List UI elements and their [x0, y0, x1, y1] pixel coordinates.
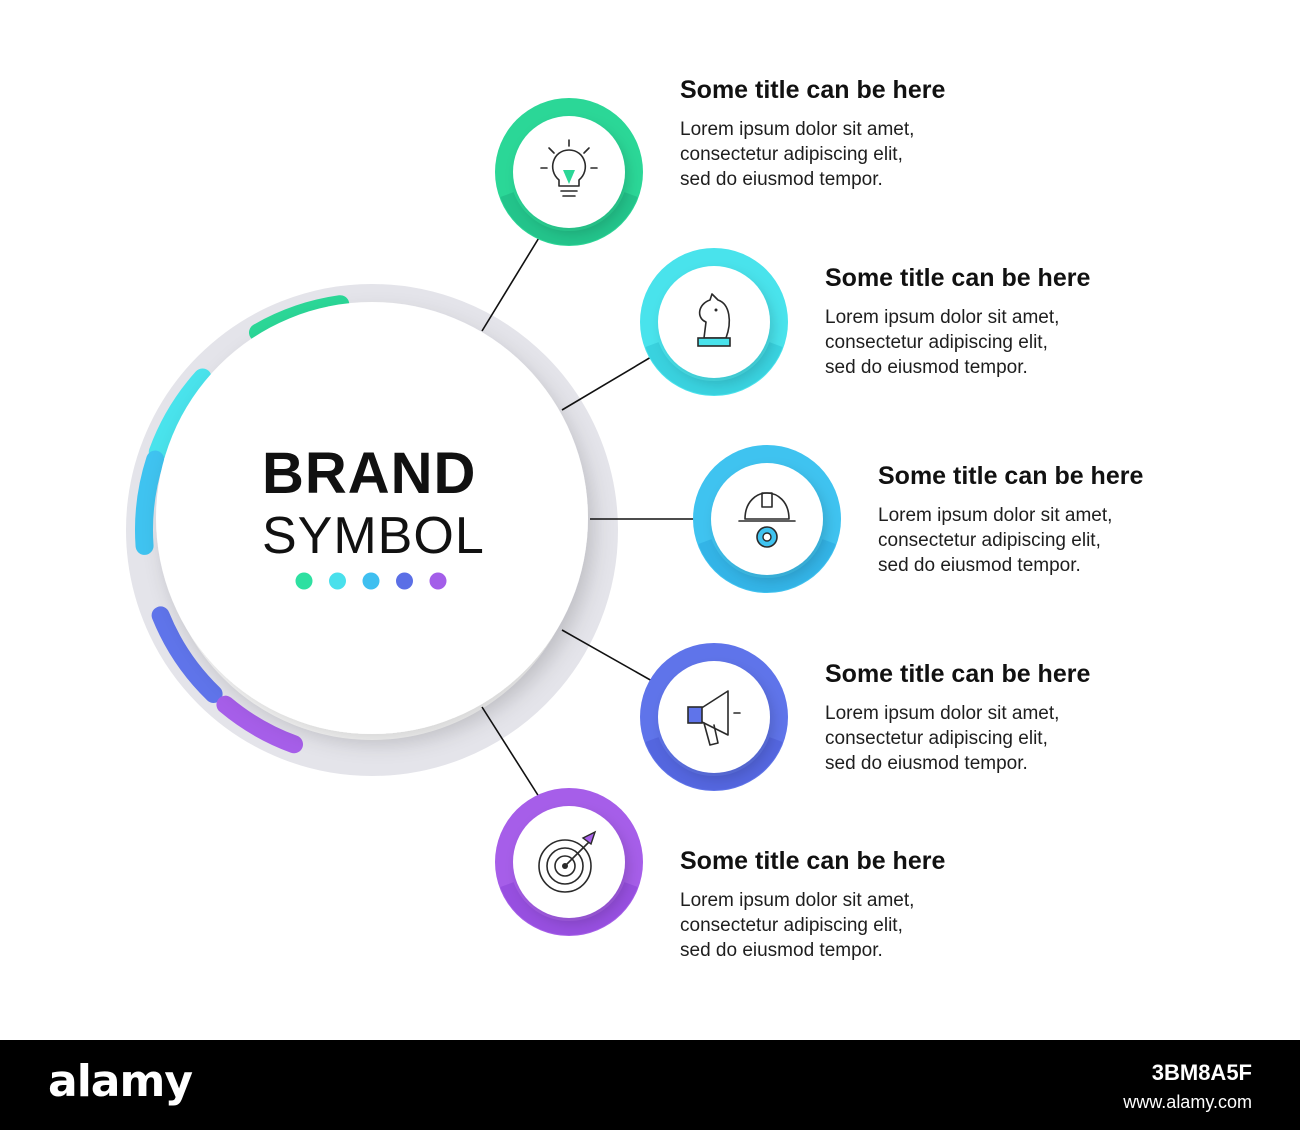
step-5-text: Some title can be here Lorem ipsum dolor… — [680, 847, 1120, 963]
step-4-line-2: consectetur adipiscing elit, — [825, 728, 1048, 749]
step-1-line-3: sed do eiusmod tempor. — [680, 169, 883, 190]
step-5-line-2: consectetur adipiscing elit, — [680, 915, 903, 936]
step-4-text: Some title can be here Lorem ipsum dolor… — [825, 660, 1265, 776]
hardhat-gear-icon — [738, 492, 796, 548]
step-node-shade — [645, 341, 783, 395]
step-2-text: Some title can be here Lorem ipsum dolor… — [825, 264, 1265, 380]
brand-dots — [295, 572, 447, 590]
step-1-text: Some title can be here Lorem ipsum dolor… — [680, 76, 1120, 192]
step-2-line-2: consectetur adipiscing elit, — [825, 332, 1048, 353]
chess-knight-icon — [697, 293, 731, 347]
ring-segment-1 — [249, 295, 350, 342]
step-3-body: Lorem ipsum dolor sit amet, consectetur … — [878, 503, 1300, 578]
ring-segment-5 — [216, 695, 304, 754]
lightbulb-icon — [540, 139, 598, 197]
step-node-3 — [693, 445, 841, 593]
step-5-line-3: sed do eiusmod tempor. — [680, 940, 883, 961]
brand-title: BRAND — [262, 441, 477, 506]
brand-dot-1 — [295, 572, 313, 590]
watermark-footer: alamy 3BM8A5F www.alamy.com — [0, 1040, 1300, 1130]
step-node-shade — [645, 736, 783, 790]
step-1-body: Lorem ipsum dolor sit amet, consectetur … — [680, 117, 1120, 192]
connector-5 — [481, 706, 549, 812]
diagram-canvas — [126, 98, 841, 936]
step-1-title: Some title can be here — [680, 76, 946, 104]
step-node-1 — [495, 98, 643, 246]
step-node-shade — [698, 538, 836, 592]
step-nodes — [495, 98, 841, 936]
main-circle — [156, 302, 588, 734]
ring-segment-2 — [148, 368, 212, 462]
step-4-line-1: Lorem ipsum dolor sit amet, — [825, 703, 1060, 724]
step-3-line-1: Lorem ipsum dolor sit amet, — [878, 505, 1113, 526]
connector-1 — [481, 222, 549, 332]
step-4-body: Lorem ipsum dolor sit amet, consectetur … — [825, 701, 1265, 776]
ring-segment-3 — [135, 450, 165, 555]
ring-segment-4 — [151, 606, 223, 704]
step-node-4 — [640, 643, 788, 791]
step-2-line-3: sed do eiusmod tempor. — [825, 357, 1028, 378]
step-5-body: Lorem ipsum dolor sit amet, consectetur … — [680, 888, 1120, 963]
step-2-title: Some title can be here — [825, 264, 1091, 292]
brand-dot-5 — [429, 572, 447, 590]
step-2-body: Lorem ipsum dolor sit amet, consectetur … — [825, 305, 1265, 380]
ring-segments — [135, 295, 350, 754]
step-4-title: Some title can be here — [825, 660, 1091, 688]
step-node-5 — [495, 788, 643, 936]
step-3-line-3: sed do eiusmod tempor. — [878, 555, 1081, 576]
site-url: www.alamy.com — [1123, 1092, 1252, 1112]
image-id: 3BM8A5F — [1151, 1060, 1252, 1085]
step-1-line-2: consectetur adipiscing elit, — [680, 144, 903, 165]
step-4-line-3: sed do eiusmod tempor. — [825, 753, 1028, 774]
step-node-2 — [640, 248, 788, 396]
brand-subtitle: SYMBOL — [262, 507, 485, 565]
step-5-title: Some title can be here — [680, 847, 946, 875]
step-node-shade — [500, 881, 638, 935]
brand-dot-3 — [362, 572, 380, 590]
brand-dot-2 — [329, 572, 346, 590]
megaphone-icon — [687, 690, 741, 746]
step-node-shade — [500, 191, 638, 245]
step-5-line-1: Lorem ipsum dolor sit amet, — [680, 890, 915, 911]
step-2-line-1: Lorem ipsum dolor sit amet, — [825, 307, 1060, 328]
step-1-line-1: Lorem ipsum dolor sit amet, — [680, 119, 915, 140]
step-3-title: Some title can be here — [878, 462, 1144, 490]
target-arrow-icon — [538, 830, 597, 893]
infographic: BRAND SYMBOL Some title can be here Lore… — [126, 76, 1300, 963]
step-3-line-2: consectetur adipiscing elit, — [878, 530, 1101, 551]
brand-dot-4 — [396, 572, 413, 590]
step-3-text: Some title can be here Lorem ipsum dolor… — [878, 462, 1300, 578]
alamy-logo: alamy — [48, 1056, 193, 1107]
